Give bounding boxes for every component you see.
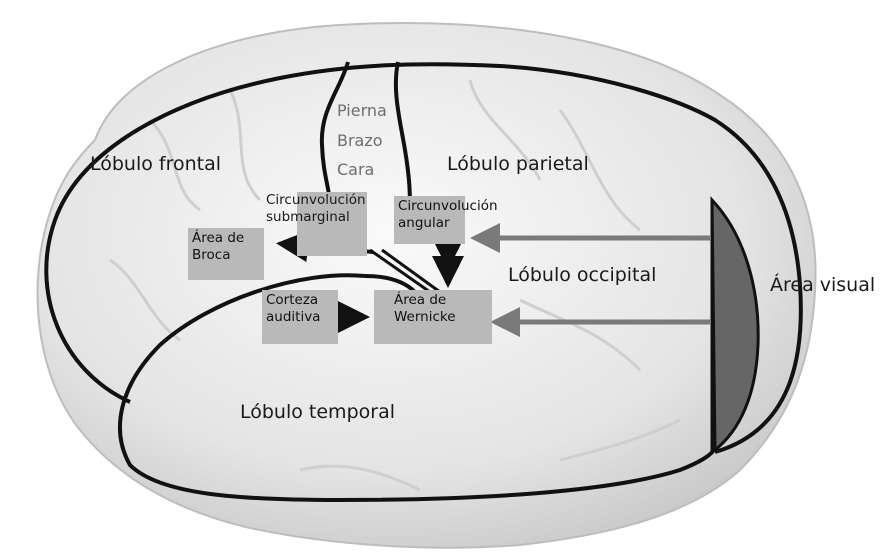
angular-gyrus-box: Circunvolución angular: [394, 196, 465, 244]
motor-strip-face: Cara: [337, 162, 374, 178]
wernicke-area-box: Área de Wernicke: [374, 290, 492, 344]
broca-area-box: Área de Broca: [188, 228, 264, 280]
occipital-lobe-label: Lóbulo occipital: [508, 266, 656, 285]
broca-line-1: Área de: [192, 230, 260, 247]
visual-area-label: Área visual: [770, 276, 875, 295]
angular-line-2: angular: [398, 215, 461, 232]
wernicke-line-2: Wernicke: [394, 309, 488, 326]
parietal-lobe-label: Lóbulo parietal: [447, 155, 589, 174]
auditory-cortex-box: Corteza auditiva: [262, 290, 338, 344]
temporal-lobe-label: Lóbulo temporal: [240, 403, 395, 422]
auditory-line-2: auditiva: [266, 309, 334, 326]
broca-line-2: Broca: [192, 247, 260, 264]
submarginal-line-1: Circunvolución: [266, 192, 366, 209]
motor-strip-leg: Pierna: [337, 103, 387, 119]
frontal-lobe-label: Lóbulo frontal: [90, 155, 221, 174]
auditory-line-1: Corteza: [266, 292, 334, 309]
submarginal-label: Circunvolución submarginal: [266, 192, 366, 226]
submarginal-line-2: submarginal: [266, 209, 366, 226]
brain-silhouette: [38, 23, 816, 548]
wernicke-line-1: Área de: [394, 292, 488, 309]
motor-strip-arm: Brazo: [337, 133, 383, 149]
angular-line-1: Circunvolución: [398, 198, 461, 215]
